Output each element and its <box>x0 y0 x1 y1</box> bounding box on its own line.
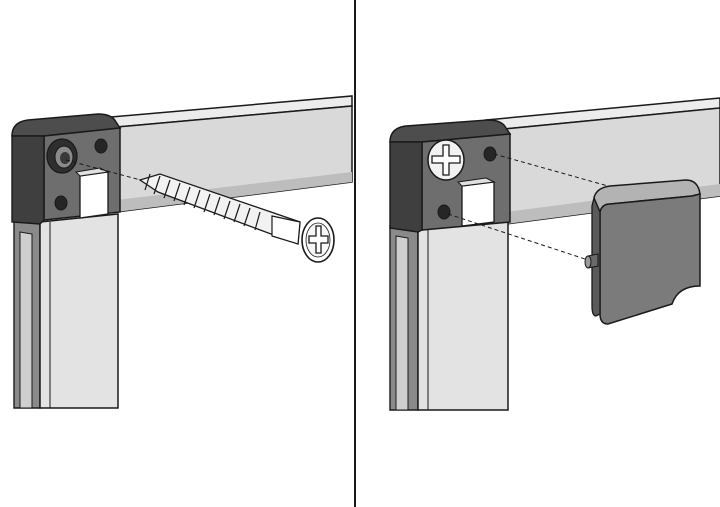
side-post <box>13 213 119 409</box>
top-rail <box>98 95 353 213</box>
side-post <box>389 219 509 411</box>
panel-cap-attachment <box>356 0 720 507</box>
corner-bracket <box>11 113 122 225</box>
end-cap <box>584 179 701 325</box>
panel-screw-insertion <box>0 0 354 507</box>
corner-bracket <box>389 119 512 233</box>
installed-screw-head <box>427 139 465 181</box>
cap-attachment-illustration <box>389 97 720 411</box>
wood-screw <box>138 173 335 263</box>
screw-insertion-illustration <box>11 95 353 409</box>
phillips-screw-icon <box>308 225 329 254</box>
panel-divider <box>354 0 356 507</box>
phillips-screw-icon <box>431 144 461 176</box>
